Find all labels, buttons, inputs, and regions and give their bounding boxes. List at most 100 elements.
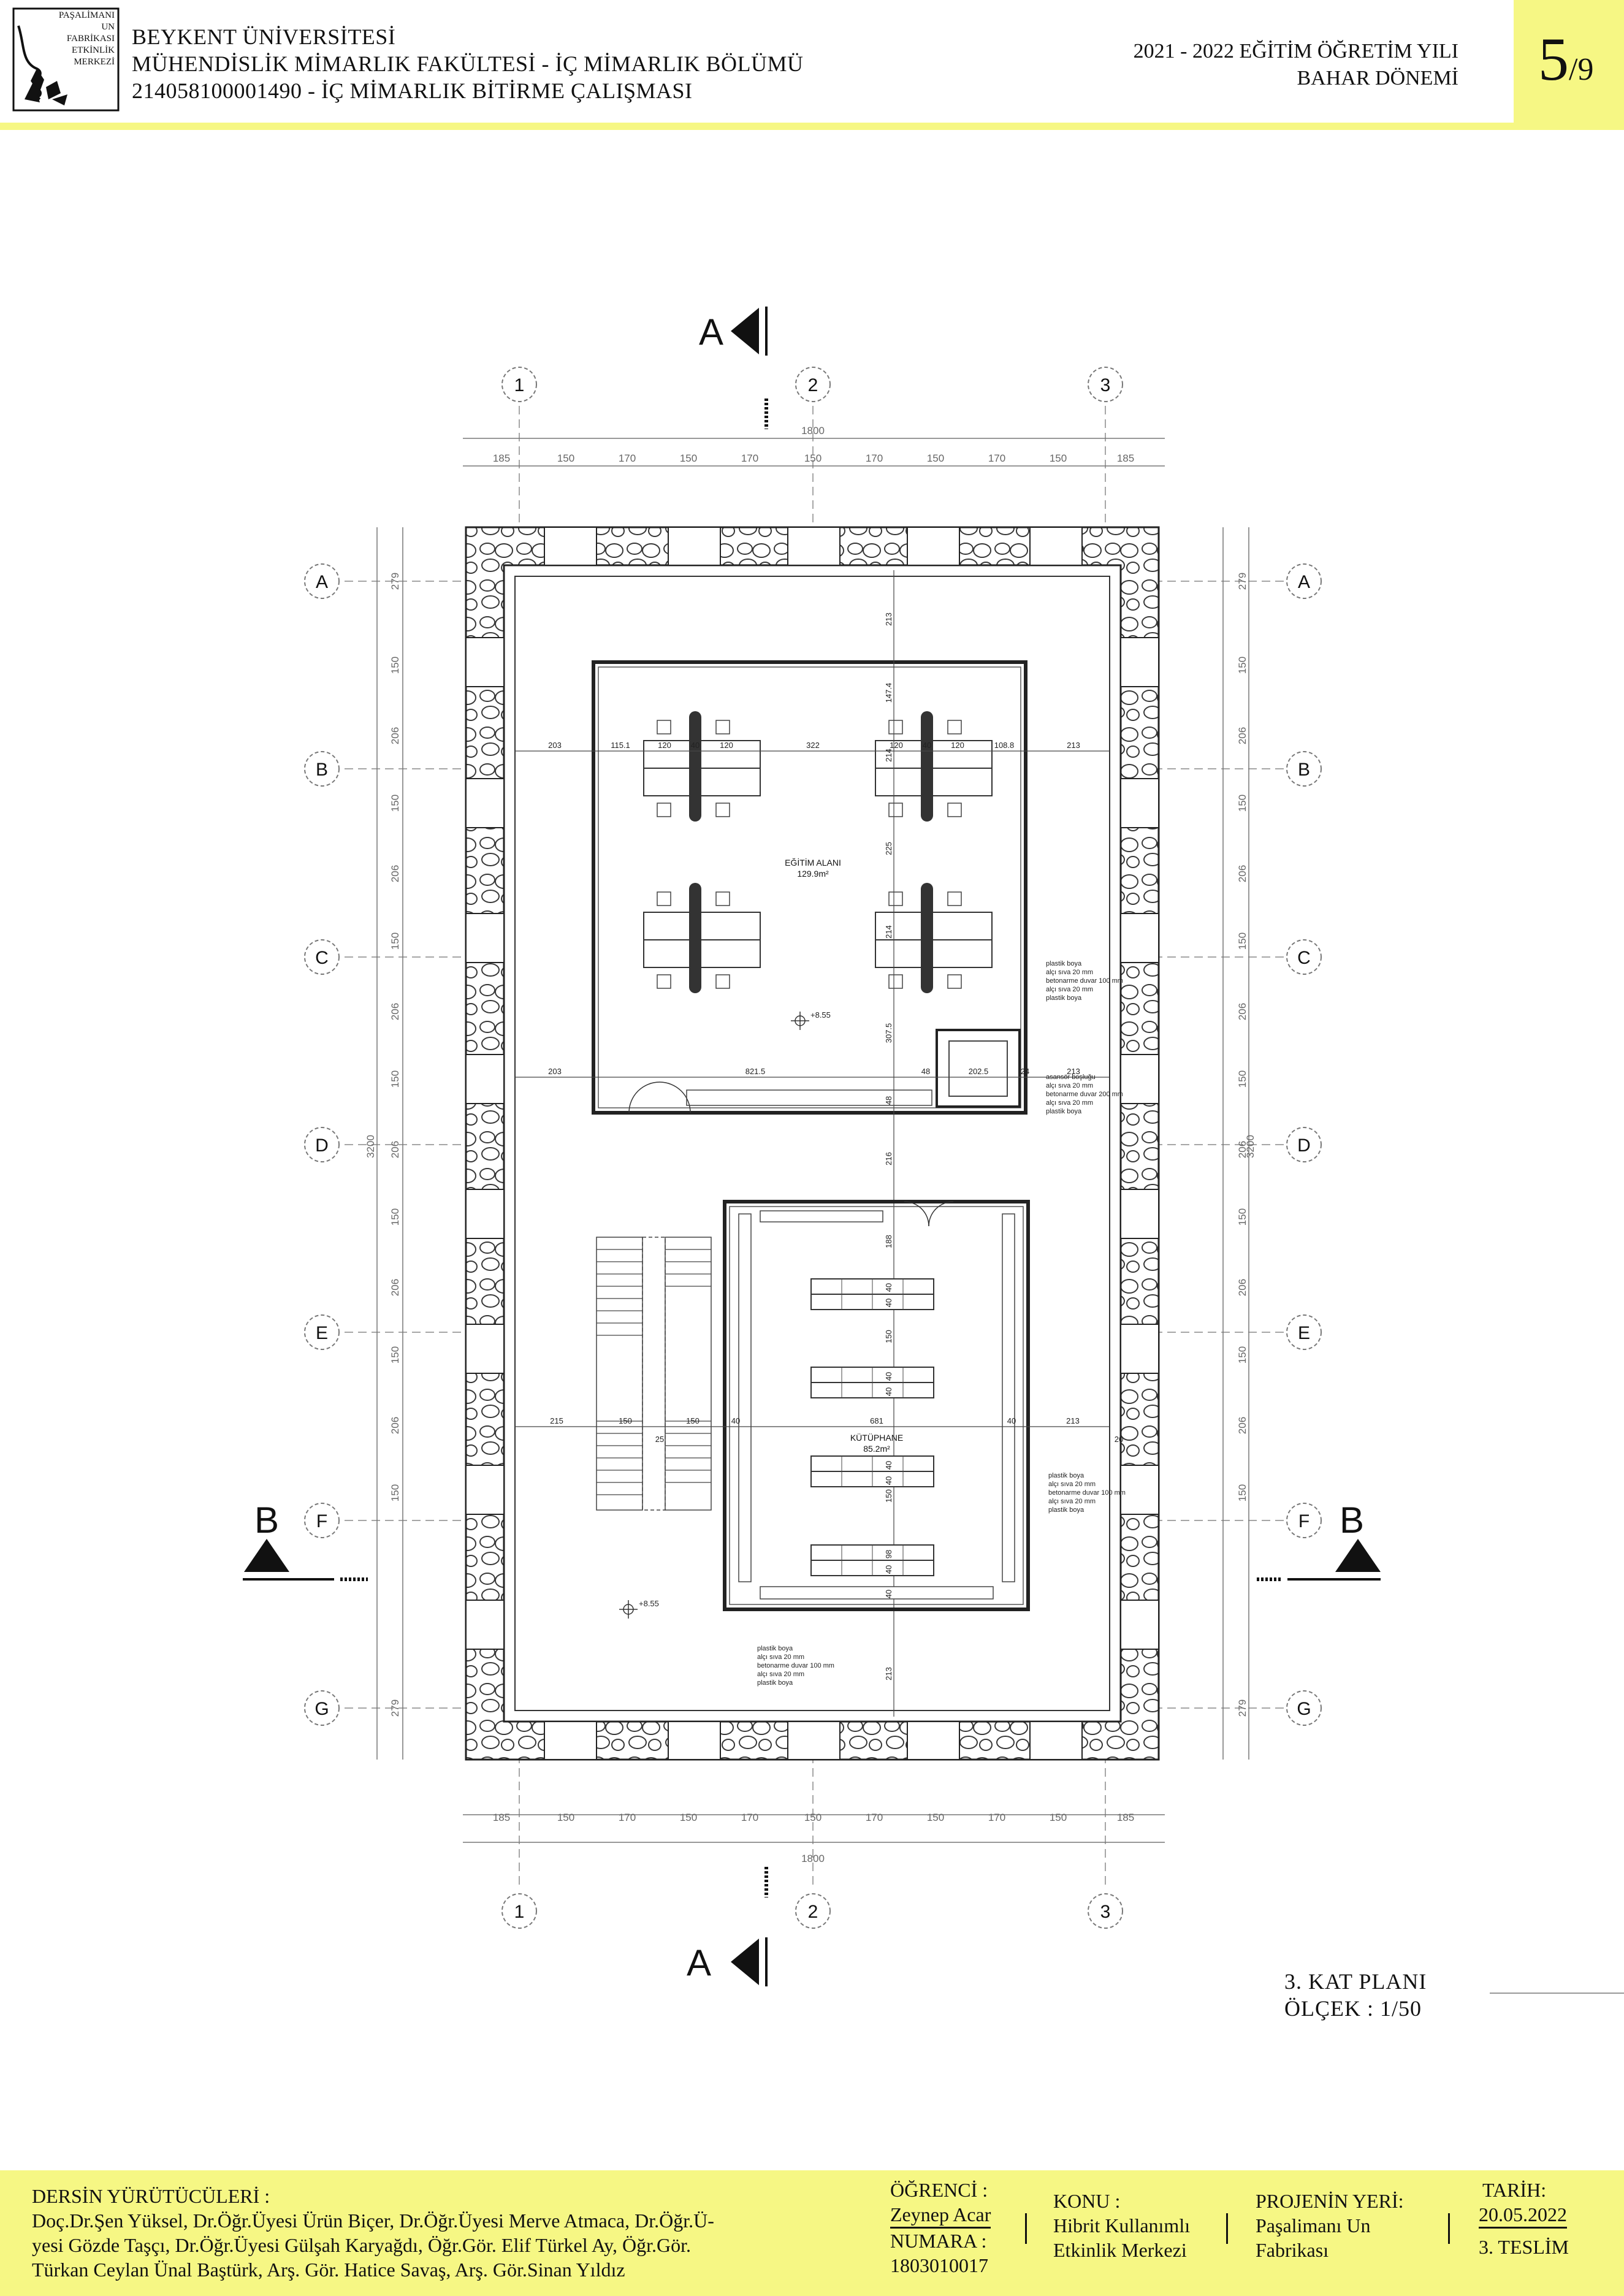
dim-label: 40 xyxy=(923,741,931,750)
faculty-name: MÜHENDİSLİK MİMARLIK FAKÜLTESİ - İÇ MİMA… xyxy=(132,51,804,76)
dim-label: 48 xyxy=(884,1096,893,1105)
dim-label: 150 xyxy=(389,1346,401,1363)
overall-width-dim: 1800 xyxy=(801,425,825,437)
dim-label: 188 xyxy=(884,1235,893,1248)
dim-label: 206 xyxy=(1237,1417,1248,1434)
logo-line: PAŞALİMANI xyxy=(58,10,115,20)
dim-label: 279 xyxy=(389,1699,401,1717)
header: PAŞALİMANI UN FABRİKASI ETKİNLİK MERKEZİ… xyxy=(0,0,1624,123)
topic-line: Etkinlik Merkezi xyxy=(1053,2239,1187,2261)
student-block: ÖĞRENCİ : Zeynep Acar NUMARA : 180301001… xyxy=(890,2178,991,2278)
grid-row-label: E xyxy=(1298,1323,1310,1343)
dim-label: 214 xyxy=(884,749,893,762)
dim-label: 150 xyxy=(1237,1346,1248,1363)
dim-label: 170 xyxy=(619,452,636,464)
dim-label: 170 xyxy=(619,1812,636,1823)
dim-label: 206 xyxy=(1237,1141,1248,1158)
instructors-line: Türkan Ceylan Ünal Baştürk, Arş. Gör. Ha… xyxy=(32,2259,625,2281)
wall-note-line: asansör boşluğu xyxy=(1046,1074,1096,1081)
dim-label: 150 xyxy=(1237,933,1248,950)
dim-label: 150 xyxy=(1050,1812,1067,1823)
dim-label: 216 xyxy=(884,1152,893,1165)
dim-label: 170 xyxy=(866,452,883,464)
dim-label: 215 xyxy=(550,1416,563,1425)
dim-label: 170 xyxy=(988,452,1005,464)
topic-label: KONU : xyxy=(1053,2190,1121,2212)
room-name: EĞİTİM ALANI xyxy=(785,857,841,868)
grid-row-label: G xyxy=(1297,1699,1311,1719)
wall-note-4: plastik boya alçı sıva 20 mm betonarme d… xyxy=(757,1645,834,1687)
wall-note-line: betonarme duvar 100 mm xyxy=(1048,1489,1126,1497)
dim-label: 150 xyxy=(389,1484,401,1501)
grid-col-label: 2 xyxy=(808,1902,818,1922)
grid-col-label: 1 xyxy=(514,375,525,395)
grid-row-label: F xyxy=(1298,1511,1309,1531)
dim-label: 170 xyxy=(866,1812,883,1823)
dim-label: 213 xyxy=(1066,1416,1080,1425)
wall-note-line: betonarme duvar 100 mm xyxy=(757,1662,834,1669)
dim-label: 40 xyxy=(884,1283,893,1292)
level-marker: +8.55 xyxy=(619,1599,659,1619)
dim-label: 150 xyxy=(1237,1208,1248,1226)
dim-label: 185 xyxy=(1117,452,1134,464)
grid-row-label: B xyxy=(1298,760,1310,780)
dim-label: 213 xyxy=(884,1667,893,1680)
course-name: 214058100001490 - İÇ MİMARLIK BİTİRME ÇA… xyxy=(132,78,693,103)
logo-text: PAŞALİMANI UN FABRİKASI ETKİNLİK MERKEZİ xyxy=(59,10,115,68)
dim-label: 150 xyxy=(389,933,401,950)
dim-label: 40 xyxy=(731,1416,740,1425)
instructors-block: DERSİN YÜRÜTÜCÜLERİ : Doç.Dr.Şen Yüksel,… xyxy=(32,2184,847,2282)
dim-label: 150 xyxy=(927,1812,944,1823)
dim-label: 150 xyxy=(557,452,574,464)
dim-label: 206 xyxy=(389,727,401,744)
date-label: TARİH: xyxy=(1482,2179,1547,2201)
dim-label: 40 xyxy=(691,741,700,750)
level-label: +8.55 xyxy=(639,1599,659,1608)
grid-row-label: D xyxy=(315,1135,329,1156)
level-marker: +8.55 xyxy=(791,1010,831,1030)
grid-row-label: E xyxy=(316,1323,328,1343)
dim-label: 821.5 xyxy=(745,1067,766,1076)
semester: BAHAR DÖNEMİ xyxy=(1297,67,1459,90)
wall-note-line: plastik boya xyxy=(1048,1506,1085,1514)
drawing-scale: ÖLÇEK : 1/50 xyxy=(1284,1996,1422,2021)
grid-row-label: A xyxy=(316,572,328,592)
section-marker-b-right: B xyxy=(1257,1500,1381,1581)
footer-divider xyxy=(1448,2213,1450,2244)
level-label: +8.55 xyxy=(810,1010,831,1020)
dim-label: 150 xyxy=(804,452,822,464)
page-total: /9 xyxy=(1569,52,1594,87)
section-marker-a-bottom: A xyxy=(687,1867,768,1986)
dim-label: 170 xyxy=(988,1812,1005,1823)
term-block: 2021 - 2022 EĞİTİM ÖĞRETİM YILI BAHAR DÖ… xyxy=(1134,38,1458,92)
instructors-line: Doç.Dr.Şen Yüksel, Dr.Öğr.Üyesi Ürün Biç… xyxy=(32,2210,714,2232)
dim-label: 150 xyxy=(1237,795,1248,812)
dim-label: 206 xyxy=(1237,1279,1248,1296)
dim-label: 206 xyxy=(389,1279,401,1296)
grid-row-label: C xyxy=(315,948,329,968)
wall-note-line: plastik boya xyxy=(1048,1472,1085,1479)
wall-note-3: plastik boya alçı sıva 20 mm betonarme d… xyxy=(1048,1472,1126,1514)
dim-label: 120 xyxy=(951,741,964,750)
wall-note-2: asansör boşluğu alçı sıva 20 mm betonarm… xyxy=(1046,1074,1123,1115)
dim-label: 150 xyxy=(557,1812,574,1823)
floor-plan: 1 2 3 1 2 3 A B C D E F G A B C D E F G xyxy=(221,282,1435,2149)
dim-label: 98 xyxy=(884,1550,893,1558)
dim-label: 185 xyxy=(1117,1812,1134,1823)
dim-label: 120 xyxy=(890,741,903,750)
wall-note-line: alçı sıva 20 mm xyxy=(1046,1082,1093,1089)
dim-label: 150 xyxy=(686,1416,700,1425)
dim-label: 150 xyxy=(389,1208,401,1226)
dim-label: 150 xyxy=(1237,1070,1248,1088)
page-indicator: 5/9 xyxy=(1514,0,1624,123)
dim-label: 150 xyxy=(884,1489,893,1503)
dim-label: 120 xyxy=(720,741,733,750)
dim-label: 150 xyxy=(680,1812,697,1823)
dim-label: 279 xyxy=(1237,1699,1248,1717)
dim-label: 279 xyxy=(389,573,401,590)
dim-label: 202.5 xyxy=(969,1067,989,1076)
logo-line: UN xyxy=(101,22,115,32)
grid-col-label: 2 xyxy=(808,375,818,395)
dim-label: 40 xyxy=(1007,1416,1016,1425)
dim-label: 225 xyxy=(884,842,893,855)
